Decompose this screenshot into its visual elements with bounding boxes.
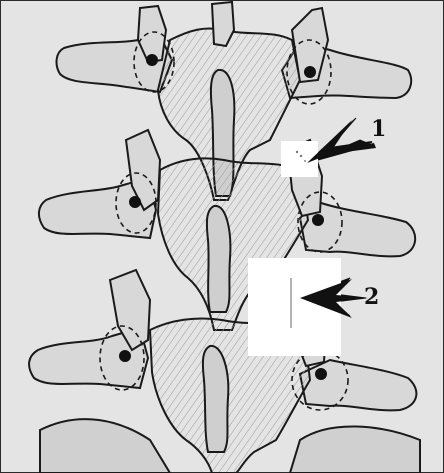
arrow-1-overlay bbox=[307, 120, 376, 163]
arrow-2-overlay bbox=[300, 279, 368, 318]
marker-label-1: 1 bbox=[371, 118, 386, 140]
arrow-1-tail bbox=[330, 143, 376, 154]
arrow-2-tip bbox=[300, 279, 368, 318]
marker-label-2: 2 bbox=[364, 286, 379, 308]
arrow-1-tip bbox=[307, 120, 374, 163]
